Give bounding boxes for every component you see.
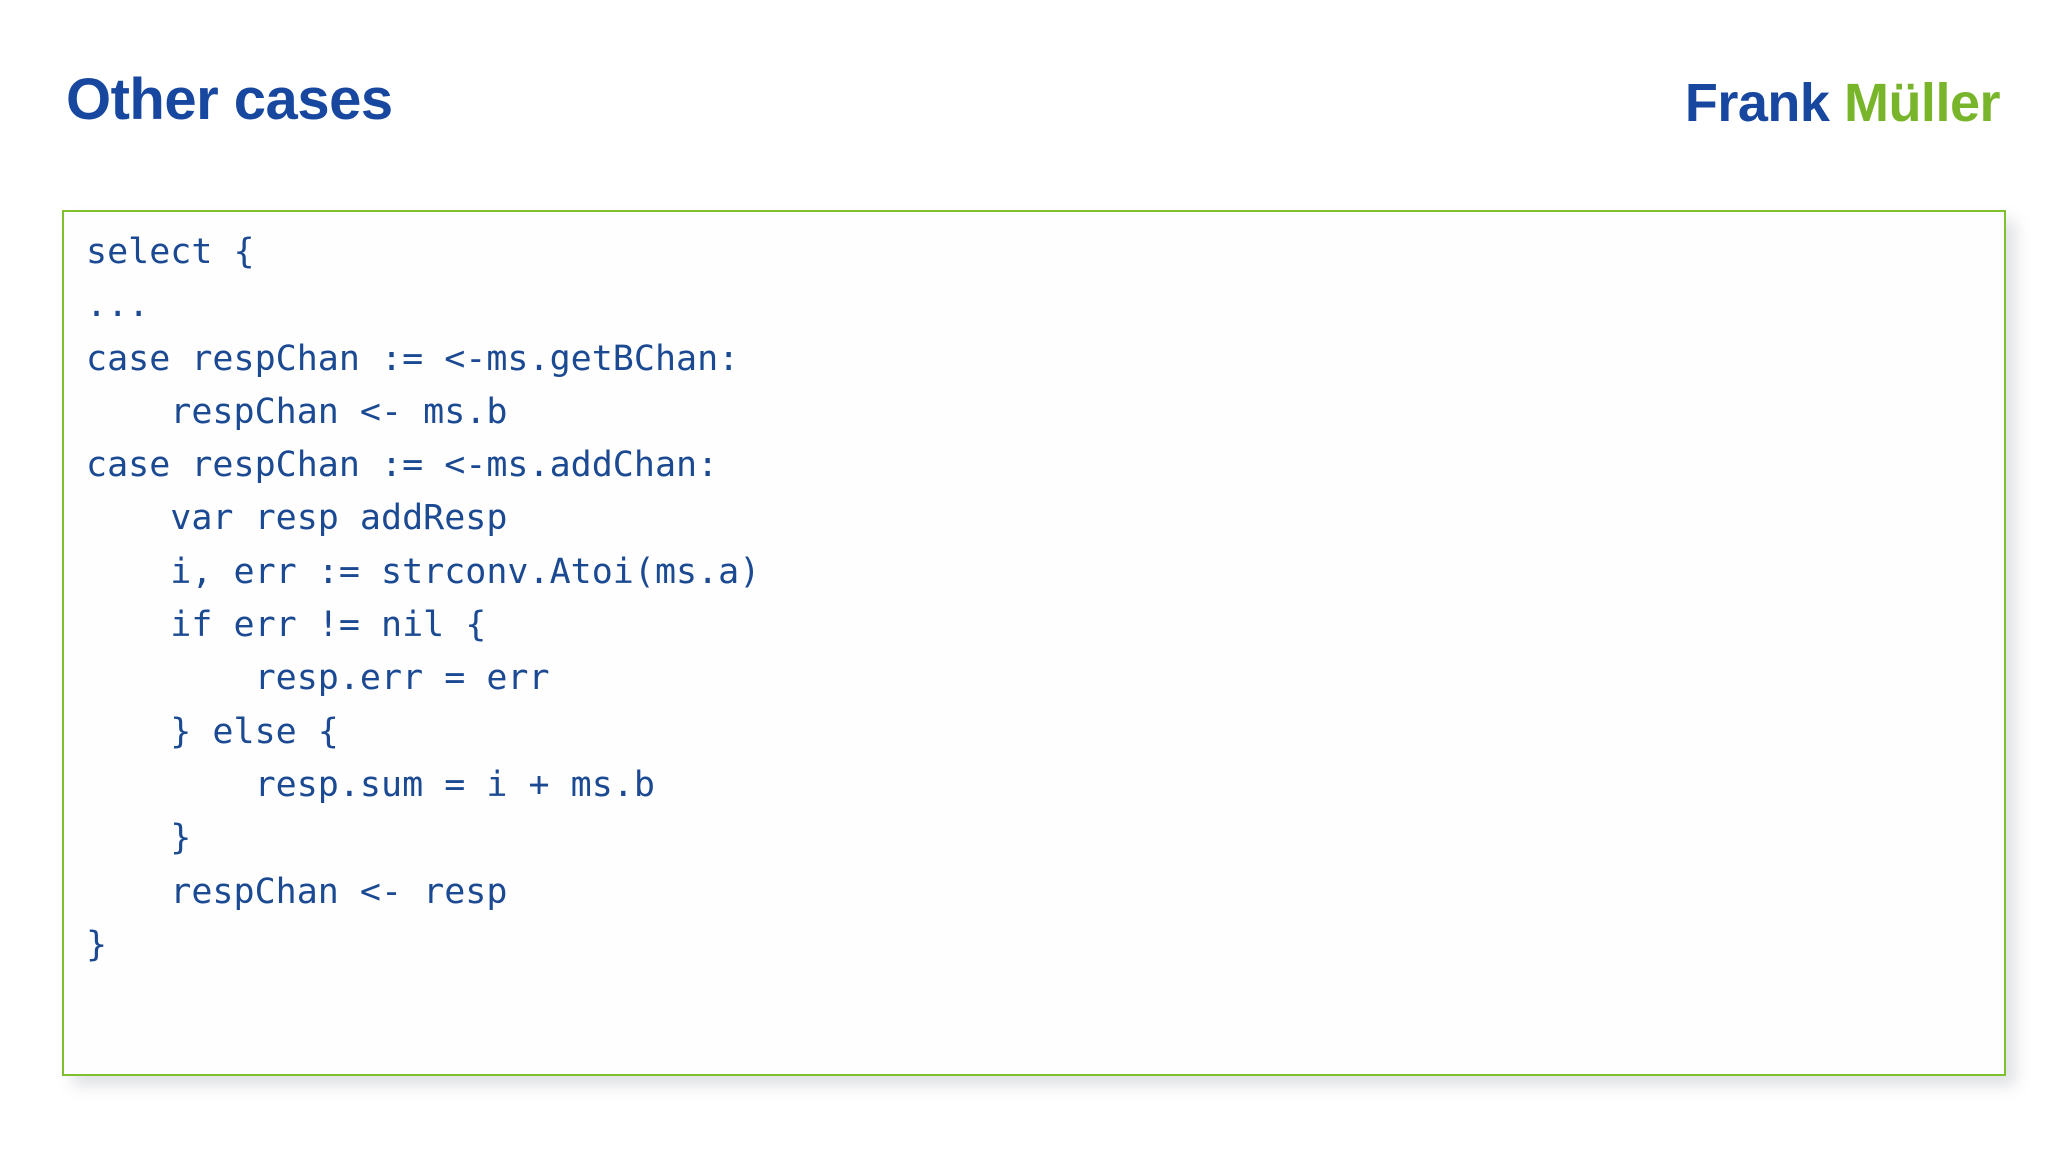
code-line: var resp addResp xyxy=(86,498,508,539)
code-line: if err != nil { xyxy=(86,605,487,646)
code-line: respChan <- ms.b xyxy=(86,391,508,432)
code-line: i, err := strconv.Atoi(ms.a) xyxy=(86,551,761,592)
code-line: respChan <- resp xyxy=(86,871,508,912)
author-last-name: Müller xyxy=(1843,73,2001,133)
code-line: case respChan := <-ms.addChan: xyxy=(86,445,719,486)
code-block-content: select { ... case respChan := <-ms.getBC… xyxy=(86,226,1994,1064)
code-line: } else { xyxy=(86,711,339,752)
page-title: Other cases xyxy=(66,67,393,132)
code-line: select { xyxy=(86,232,255,272)
code-line: } xyxy=(86,924,108,965)
code-line: } xyxy=(86,818,192,859)
code-block: select { ... case respChan := <-ms.getBC… xyxy=(62,210,2006,1076)
author-first-name: Frank xyxy=(1684,73,1830,133)
author-name: Frank Müller xyxy=(1684,72,2001,134)
code-line: resp.sum = i + ms.b xyxy=(86,764,655,805)
code-line: ... xyxy=(86,285,150,326)
code-line: resp.err = err xyxy=(86,658,550,699)
code-line: case respChan := <-ms.getBChan: xyxy=(86,338,740,379)
slide-header: Other cases Frank Müller xyxy=(0,0,2048,175)
